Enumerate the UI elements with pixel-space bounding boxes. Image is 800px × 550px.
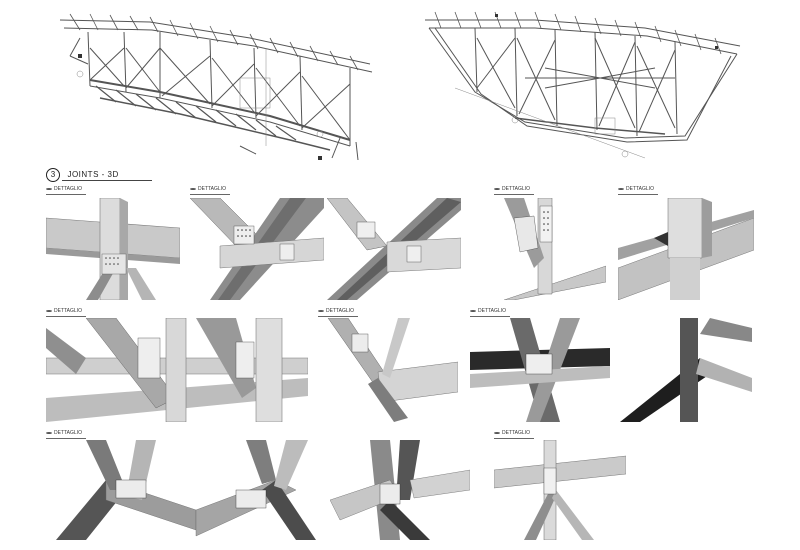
detail-label-6: DETTAGLIO (46, 308, 86, 317)
joint-panel-5 (618, 198, 754, 300)
detail-text: DETTAGLIO (54, 430, 82, 436)
detail-bubble (470, 310, 476, 312)
detail-text: DETTAGLIO (478, 308, 506, 314)
detail-underline (46, 194, 86, 195)
detail-text: DETTAGLIO (502, 186, 530, 192)
overview-truss-right (415, 8, 755, 163)
detail-bubble (46, 432, 52, 434)
detail-text: DETTAGLIO (198, 186, 226, 192)
detail-bubble (46, 188, 52, 190)
joint-panel-6 (46, 318, 308, 422)
detail-underline (470, 316, 510, 317)
detail-label-1: DETTAGLIO (46, 186, 86, 195)
joint-panel-10 (46, 440, 330, 540)
detail-bubble (618, 188, 624, 190)
detail-label-4: DETTAGLIO (494, 186, 534, 195)
detail-bubble (494, 432, 500, 434)
overview-truss-left (40, 8, 380, 163)
detail-text: DETTAGLIO (326, 308, 354, 314)
detail-underline (318, 316, 358, 317)
detail-label-8: DETTAGLIO (318, 308, 358, 317)
detail-bubble (190, 188, 196, 190)
joint-panel-2 (190, 198, 324, 300)
detail-underline (190, 194, 230, 195)
detail-label-2: DETTAGLIO (190, 186, 230, 195)
detail-label-12: DETTAGLIO (494, 430, 534, 439)
detail-label-5: DETTAGLIO (618, 186, 658, 195)
joint-panel-3 (327, 198, 461, 300)
detail-underline (618, 194, 658, 195)
detail-text: DETTAGLIO (626, 186, 654, 192)
detail-underline (46, 438, 86, 439)
joint-panel-1 (46, 198, 180, 300)
detail-underline (46, 316, 86, 317)
joint-panel-11 (330, 440, 470, 540)
joint-panel-8 (318, 318, 458, 422)
section-rule (62, 180, 152, 181)
detail-underline (494, 194, 534, 195)
detail-label-9: DETTAGLIO (470, 308, 510, 317)
detail-bubble (494, 188, 500, 190)
section-title: JOINTS - 3D (67, 170, 119, 180)
joint-panel-4 (494, 198, 606, 300)
detail-text: DETTAGLIO (54, 308, 82, 314)
detail-bubble (318, 310, 324, 312)
joint-panel-9 (470, 318, 752, 422)
section-number: 3 (46, 167, 60, 182)
detail-label-10: DETTAGLIO (46, 430, 86, 439)
detail-text: DETTAGLIO (502, 430, 530, 436)
section-header: 3 JOINTS - 3D (46, 166, 152, 184)
detail-bubble (46, 310, 52, 312)
detail-text: DETTAGLIO (54, 186, 82, 192)
joint-panel-12 (494, 440, 626, 540)
detail-underline (494, 438, 534, 439)
